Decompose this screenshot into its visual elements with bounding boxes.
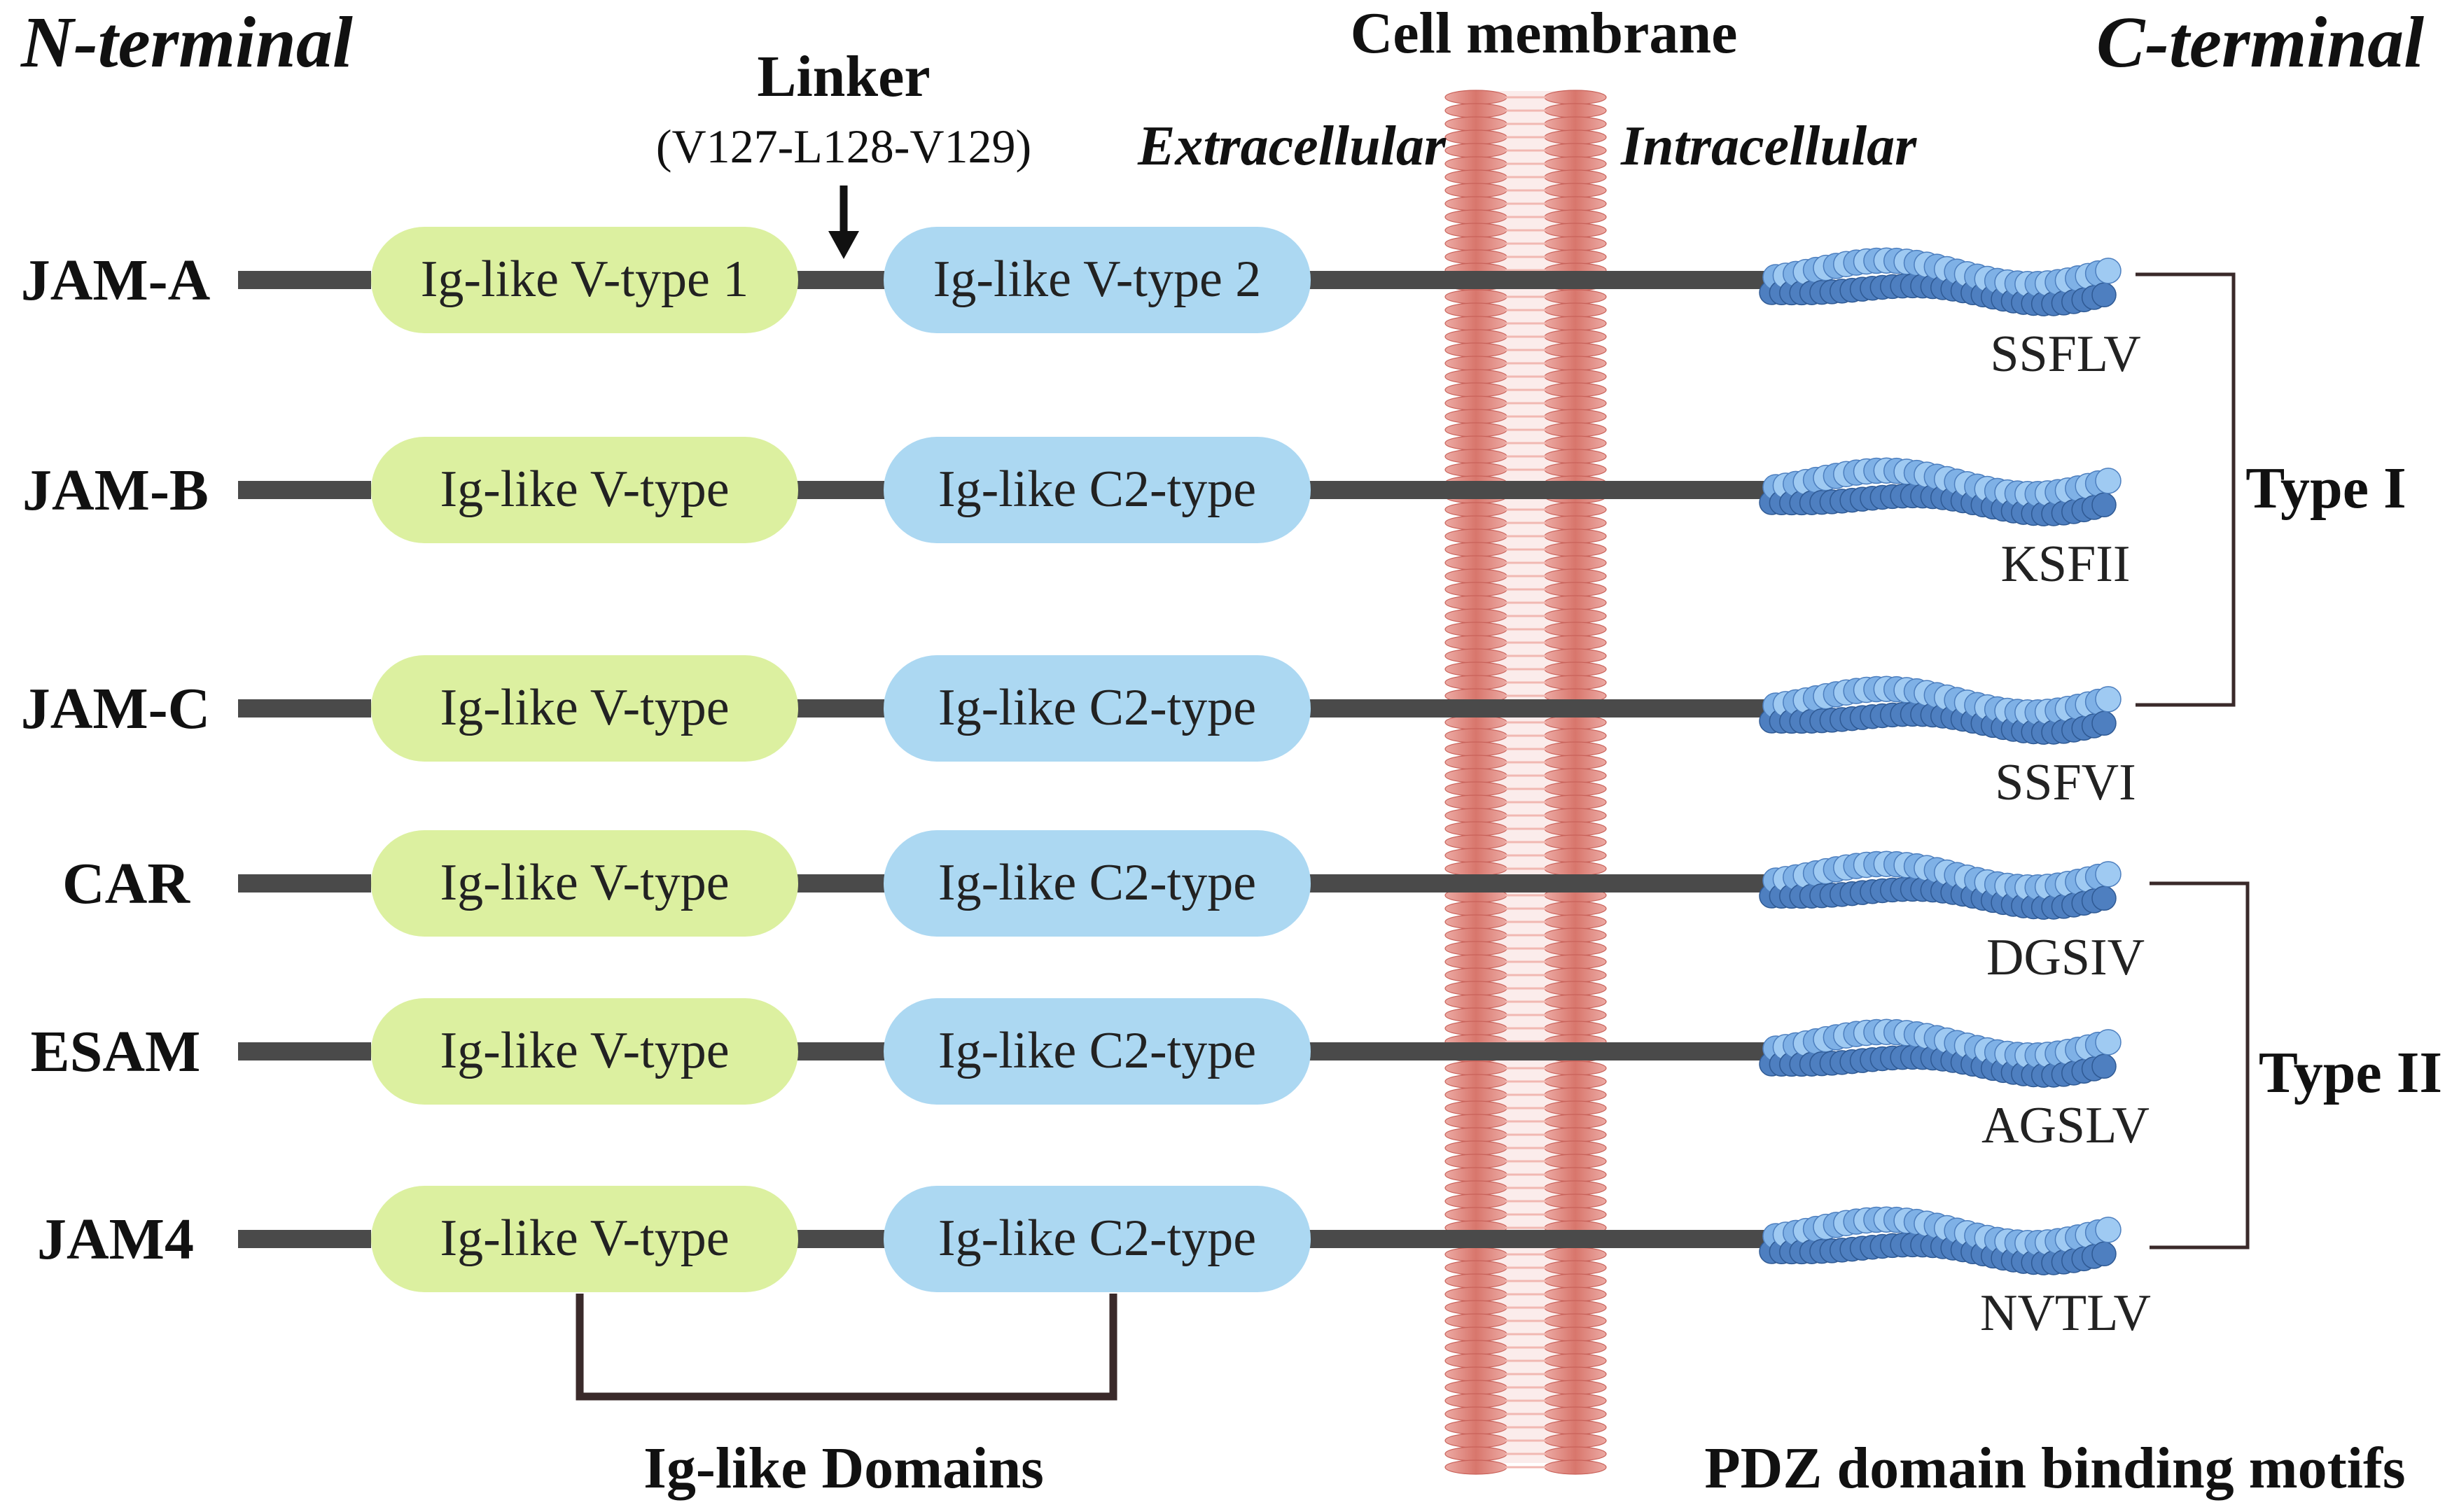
type-i-bracket: Type I xyxy=(2136,272,2406,707)
linker-arrow xyxy=(828,186,859,259)
pdz-motif-label: DGSIV xyxy=(1986,929,2145,986)
ig-v-domain xyxy=(371,437,798,543)
cytoplasmic-tail-beads xyxy=(1759,457,2122,526)
protein-name: JAM-C xyxy=(21,676,211,741)
linker-residues: (V127-L128-V129) xyxy=(656,120,1031,173)
pdz-motifs-label: PDZ domain binding motifs xyxy=(1704,1436,2405,1501)
ig-c2-domain-label: Ig-like C2-type xyxy=(938,679,1256,736)
cytoplasmic-tail-beads xyxy=(1759,676,2122,745)
pdz-motif-label: SSFVI xyxy=(1995,754,2136,811)
n-terminal-label: N-terminal xyxy=(20,2,353,83)
cell-membrane-label: Cell membrane xyxy=(1351,1,1738,66)
c-terminal-label: C-terminal xyxy=(2096,2,2424,83)
membrane-lipid-tails xyxy=(1505,96,1546,1469)
intracellular-label: Intracellular xyxy=(1620,115,1917,177)
protein-row: JAM-A Ig-like V-type 1 Ig-like V-type 2 SSF… xyxy=(21,227,2141,383)
cytoplasmic-tail-beads xyxy=(1759,850,2122,920)
pdz-motif-label: NVTLV xyxy=(1980,1284,2151,1342)
extracellular-label: Extracellular xyxy=(1137,115,1447,177)
ig-c2-domain-label: Ig-like C2-type xyxy=(938,854,1256,911)
cytoplasmic-tail-beads xyxy=(1759,247,2122,316)
ig-v-domain xyxy=(371,655,798,762)
ig-c2-domain xyxy=(884,227,1311,333)
protein-name: JAM-B xyxy=(22,458,209,523)
cell-membrane xyxy=(1444,90,1607,1475)
protein-name: JAM-A xyxy=(21,248,211,313)
ig-v-domain xyxy=(371,1186,798,1292)
ig-c2-domain xyxy=(884,998,1311,1105)
protein-name: JAM4 xyxy=(37,1207,194,1272)
type-ii-bracket: Type II xyxy=(2150,881,2442,1250)
ig-v-domain-label: Ig-like V-type xyxy=(440,1022,729,1079)
ig-c2-domain-label: Ig-like V-type 2 xyxy=(933,251,1262,308)
pdz-motif-label: KSFII xyxy=(2000,536,2130,593)
cytoplasmic-tail-beads xyxy=(1759,1018,2122,1088)
ig-c2-domain xyxy=(884,830,1311,937)
ig-c2-domain xyxy=(884,1186,1311,1292)
ig-c2-domain-label: Ig-like C2-type xyxy=(938,1022,1256,1079)
ig-v-domain xyxy=(371,227,798,333)
ig-v-domain-label: Ig-like V-type xyxy=(440,1210,729,1267)
cytoplasmic-tail-beads xyxy=(1759,1206,2122,1275)
protein-name: ESAM xyxy=(31,1019,201,1084)
linker-title: Linker xyxy=(757,44,930,109)
ig-domains-bracket: Ig-like Domains xyxy=(576,1294,1117,1501)
type-i-label: Type I xyxy=(2245,456,2406,521)
ig-c2-domain xyxy=(884,655,1311,762)
protein-rows: JAM-A Ig-like V-type 1 Ig-like V-type 2 SSF… xyxy=(21,227,2151,1342)
ig-v-domain-label: Ig-like V-type xyxy=(440,461,729,518)
ig-v-domain-label: Ig-like V-type 1 xyxy=(421,251,749,308)
pdz-motif-label: AGSLV xyxy=(1981,1097,2150,1154)
ig-v-domain-label: Ig-like V-type xyxy=(440,679,729,736)
ig-domains-label: Ig-like Domains xyxy=(643,1436,1044,1501)
protein-name: CAR xyxy=(62,851,190,916)
type-ii-label: Type II xyxy=(2259,1040,2442,1105)
ig-c2-domain-label: Ig-like C2-type xyxy=(938,1210,1256,1267)
pdz-motif-label: SSFLV xyxy=(1990,326,2140,383)
ig-v-domain xyxy=(371,830,798,937)
ig-c2-domain xyxy=(884,437,1311,543)
ig-v-domain-label: Ig-like V-type xyxy=(440,854,729,911)
ig-c2-domain-label: Ig-like C2-type xyxy=(938,461,1256,518)
ig-v-domain xyxy=(371,998,798,1105)
